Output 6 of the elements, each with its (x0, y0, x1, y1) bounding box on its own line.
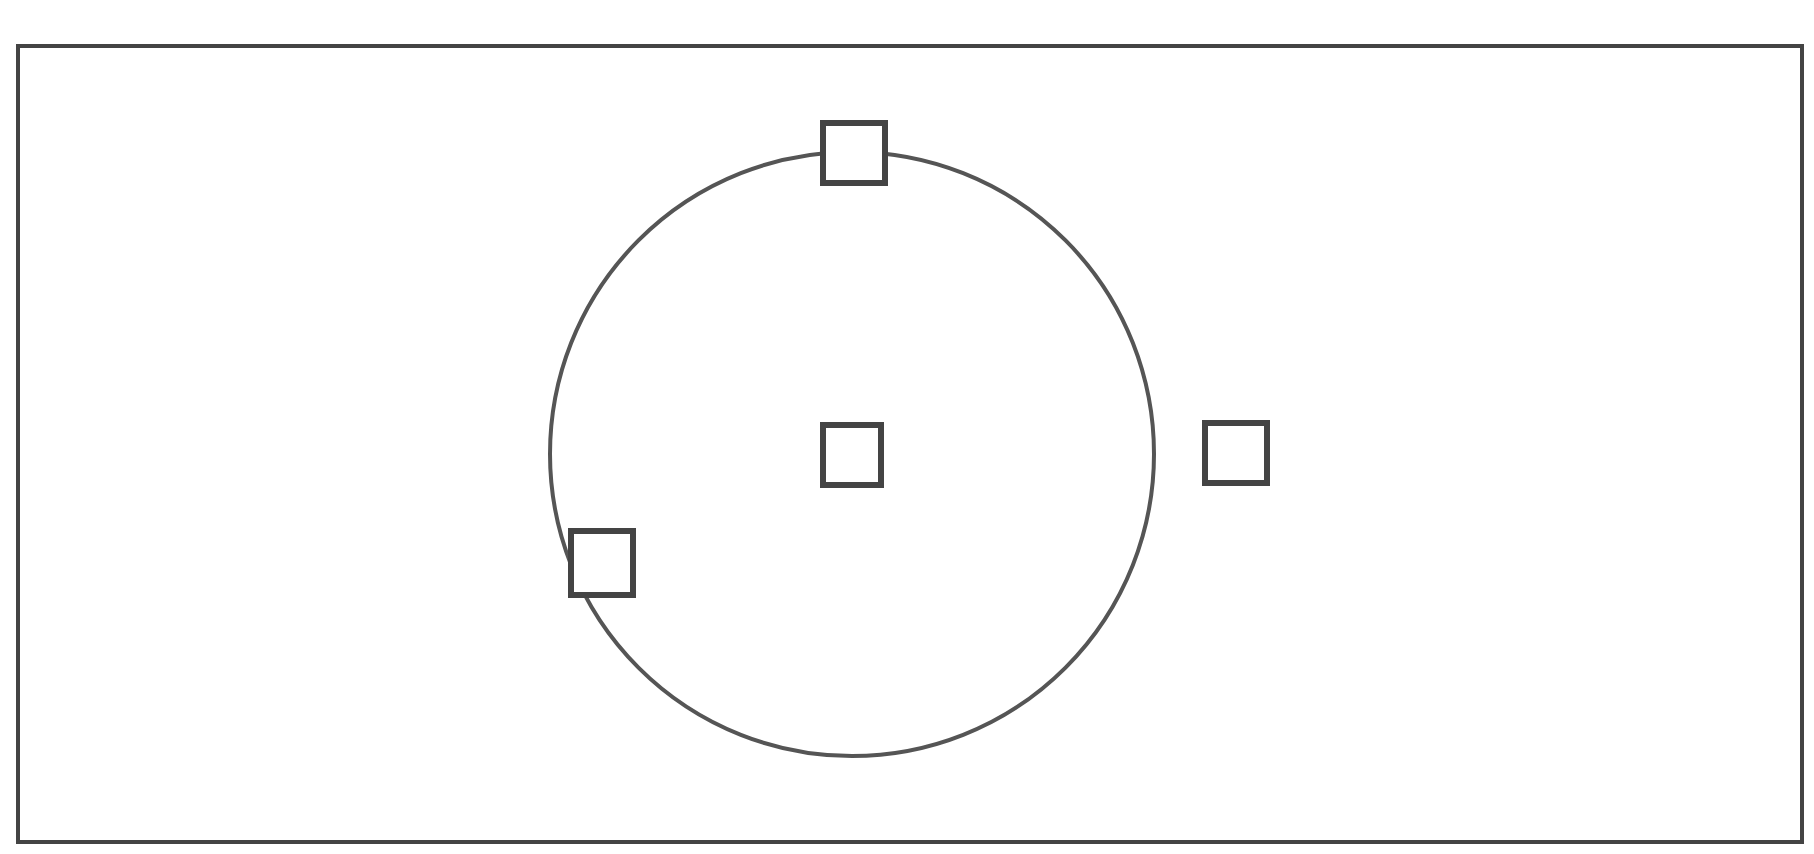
frame-box (16, 44, 1804, 844)
square-box (820, 120, 888, 186)
circle-shape (548, 150, 1156, 758)
square-box (568, 528, 636, 598)
square-box (1202, 420, 1270, 486)
square-box (820, 422, 884, 488)
